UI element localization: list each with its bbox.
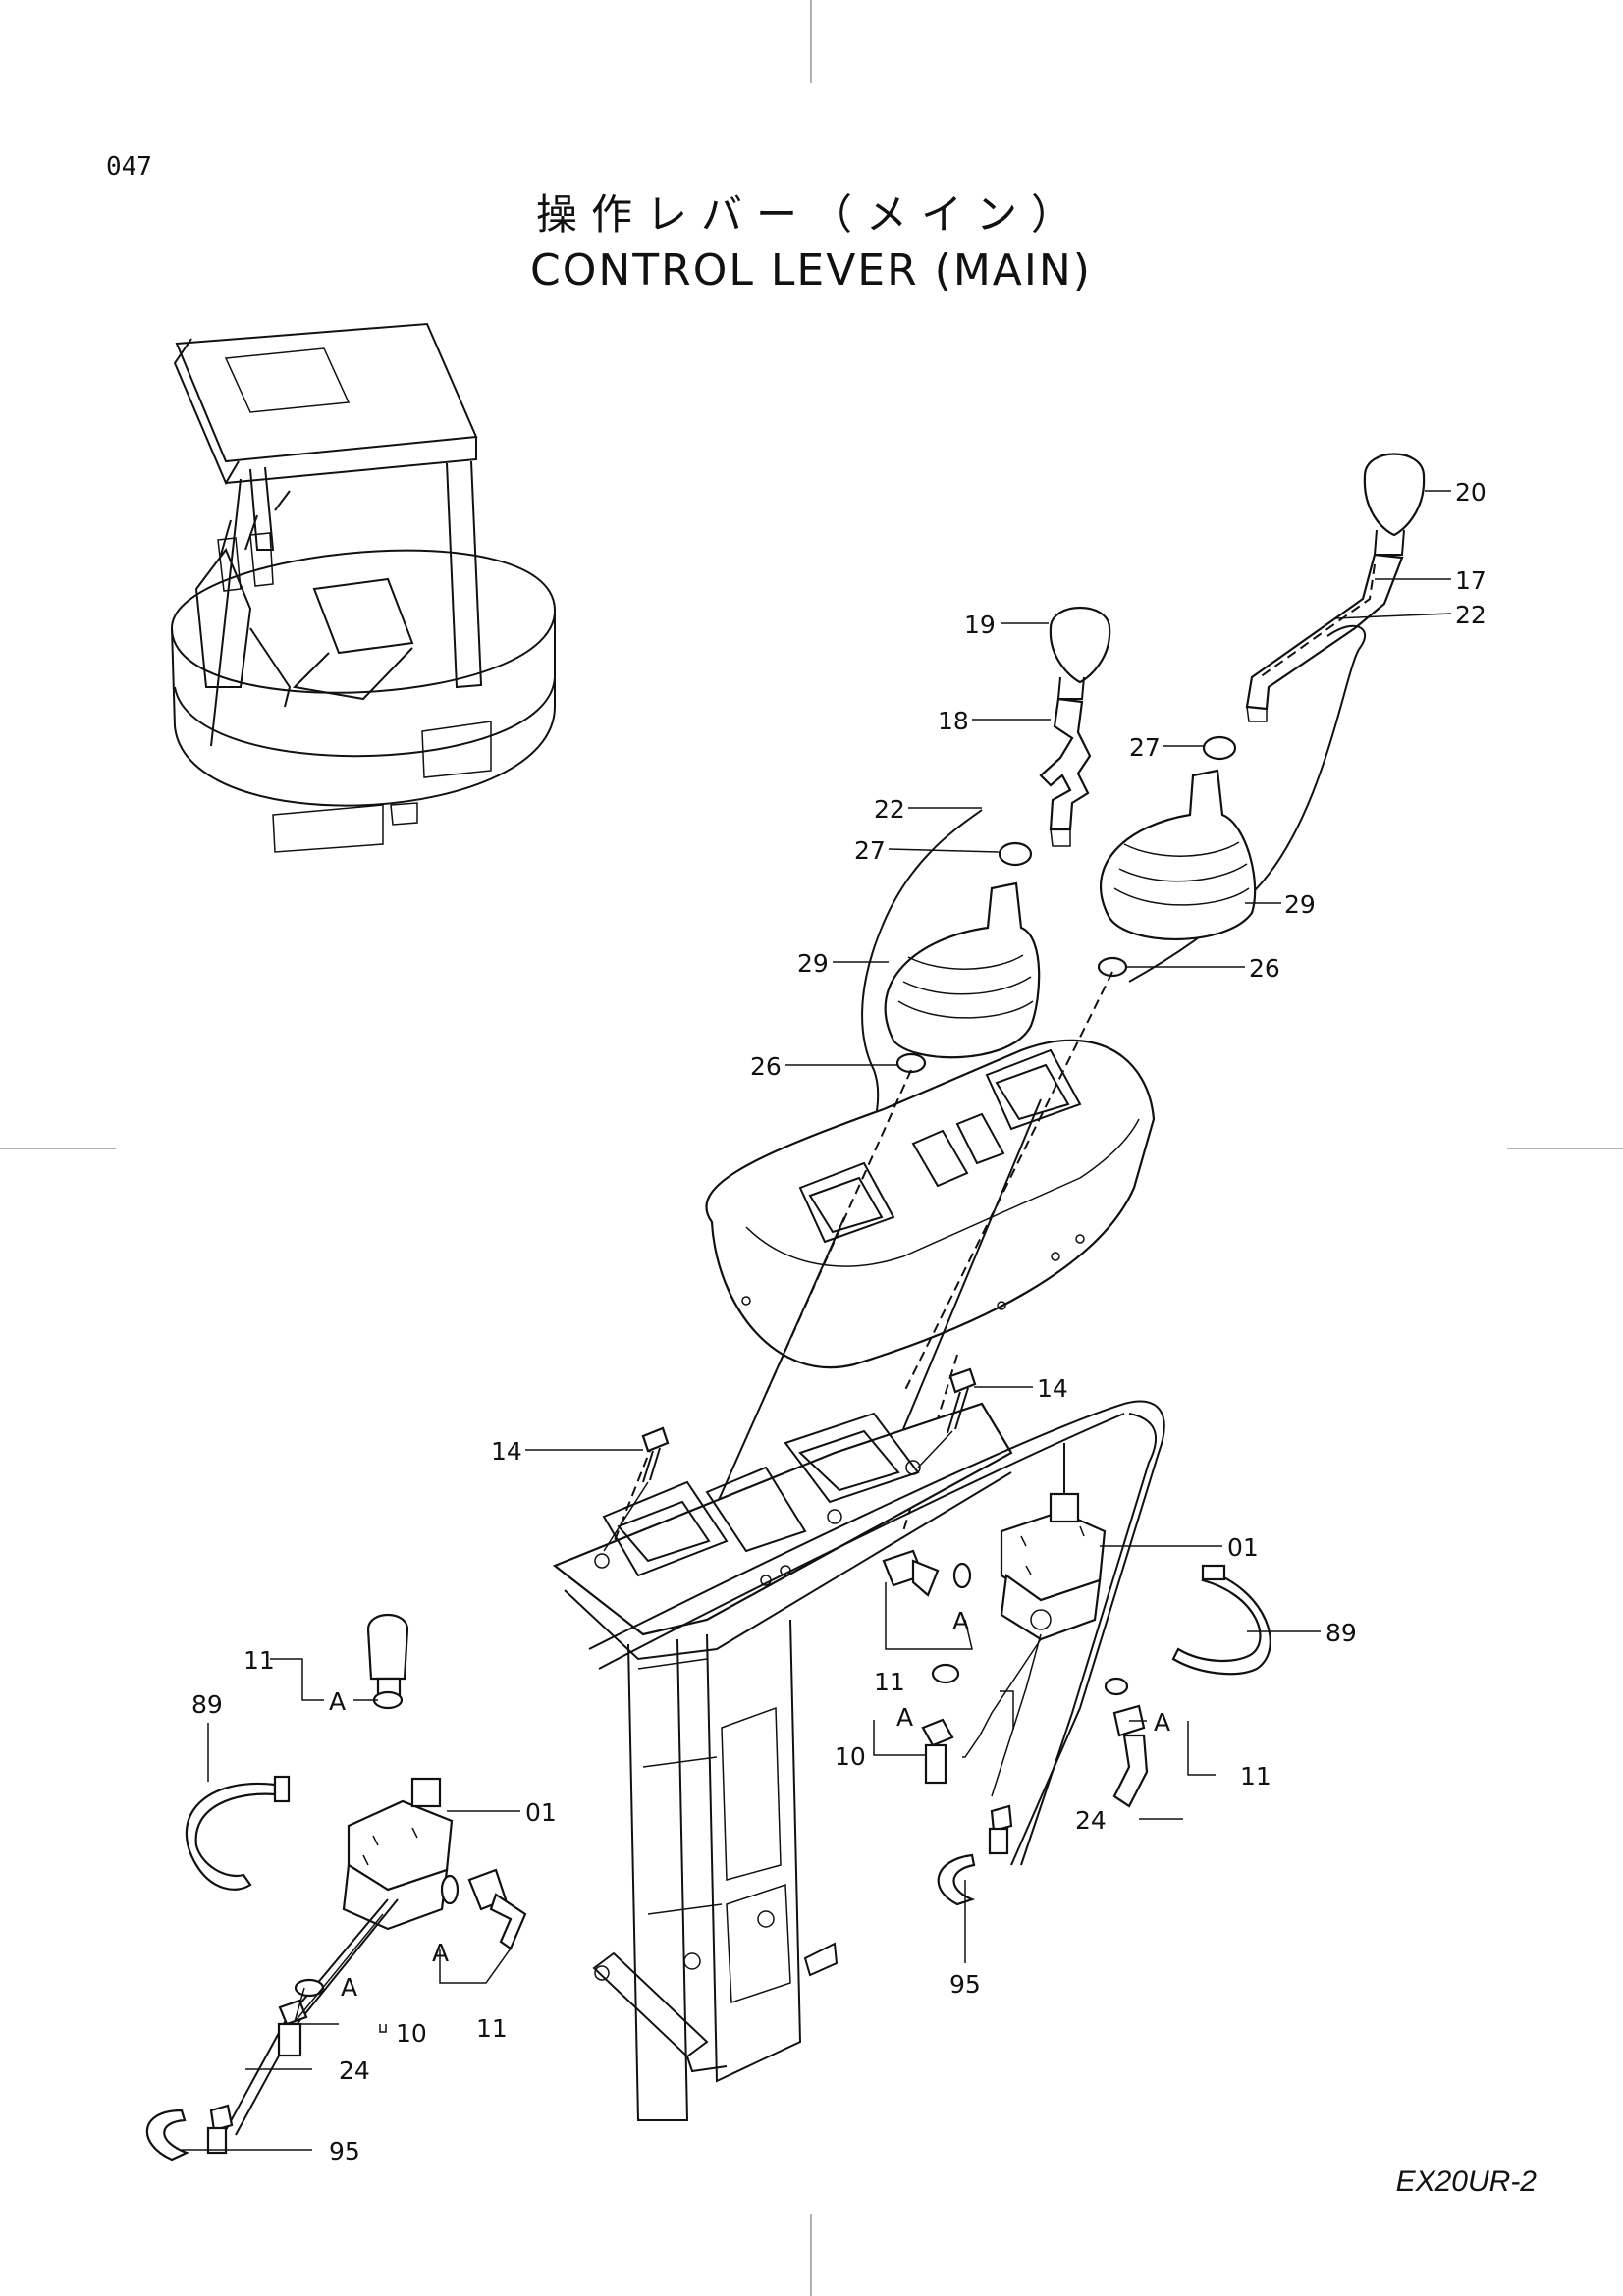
lever-stand-bracket (552, 1402, 1013, 2121)
callout-22: 22 (1455, 601, 1487, 629)
callout-a: A (952, 1607, 969, 1635)
callout-95: 95 (329, 2137, 360, 2165)
page-title-japanese: 操作レバー（メイン） (536, 190, 1086, 239)
callout-26: 26 (1249, 954, 1280, 983)
callout-labels: 20 17 22 19 18 27 22 27 29 29 26 26 14 1… (191, 478, 1487, 2165)
machine-overview-illustration (170, 322, 557, 853)
callout-a: A (896, 1703, 913, 1732)
page-title: CONTROL LEVER (MAIN) (530, 245, 1092, 295)
callout-11: 11 (476, 2014, 508, 2043)
callout-17: 17 (1455, 566, 1487, 595)
callout-10: 10 (835, 1742, 866, 1771)
nut-27-left (998, 841, 1033, 867)
callout-89: 89 (1325, 1619, 1357, 1647)
callout-26: 26 (750, 1052, 782, 1081)
callout-27: 27 (854, 836, 886, 865)
callout-18: 18 (938, 707, 969, 735)
model-code: EX20UR-2 (1396, 2165, 1538, 2198)
bolt-14-right (917, 1367, 977, 1468)
callout-89: 89 (191, 1690, 223, 1719)
bolt-14-left (603, 1426, 670, 1552)
callout-11: 11 (874, 1668, 905, 1696)
right-lever-assembly (1128, 453, 1426, 983)
boot-29-right (1099, 769, 1257, 940)
nut-26-right (1097, 956, 1128, 978)
callout-24: 24 (339, 2056, 370, 2085)
leader-lines (182, 490, 1452, 2151)
page-number: 047 (106, 152, 152, 182)
callout-01: 01 (1227, 1533, 1259, 1562)
callout-29: 29 (797, 949, 829, 978)
callout-14: 14 (491, 1437, 522, 1466)
callout-a: A (1154, 1708, 1170, 1736)
callout-19: 19 (964, 611, 996, 639)
fittings (206, 1549, 1149, 2155)
callout-a: A (432, 1939, 449, 1967)
callout-11: 11 (243, 1646, 275, 1675)
callout-a: A (341, 1973, 357, 2002)
left-lever-assembly (814, 607, 1111, 1257)
callout-11: 11 (1240, 1762, 1271, 1790)
nut-27-right (1202, 735, 1237, 761)
callout-24: 24 (1075, 1806, 1107, 1835)
nut-26-left (895, 1052, 927, 1074)
callout-a: A (329, 1687, 346, 1716)
callout-01: 01 (525, 1798, 557, 1827)
lever-cover (705, 1039, 1156, 1369)
callout-95: 95 (949, 1970, 981, 1999)
callout-10: 10 (396, 2019, 427, 2048)
callout-29: 29 (1284, 890, 1316, 919)
callout-27: 27 (1129, 733, 1161, 762)
boot-29-left (884, 881, 1041, 1059)
callout-20: 20 (1455, 478, 1487, 507)
pilot-valve-01-right (1000, 1443, 1107, 1641)
callout-22: 22 (874, 795, 905, 824)
clamps (145, 1564, 1271, 2162)
callout-14: 14 (1037, 1374, 1068, 1403)
pilot-valve-01-left (342, 1777, 454, 1931)
